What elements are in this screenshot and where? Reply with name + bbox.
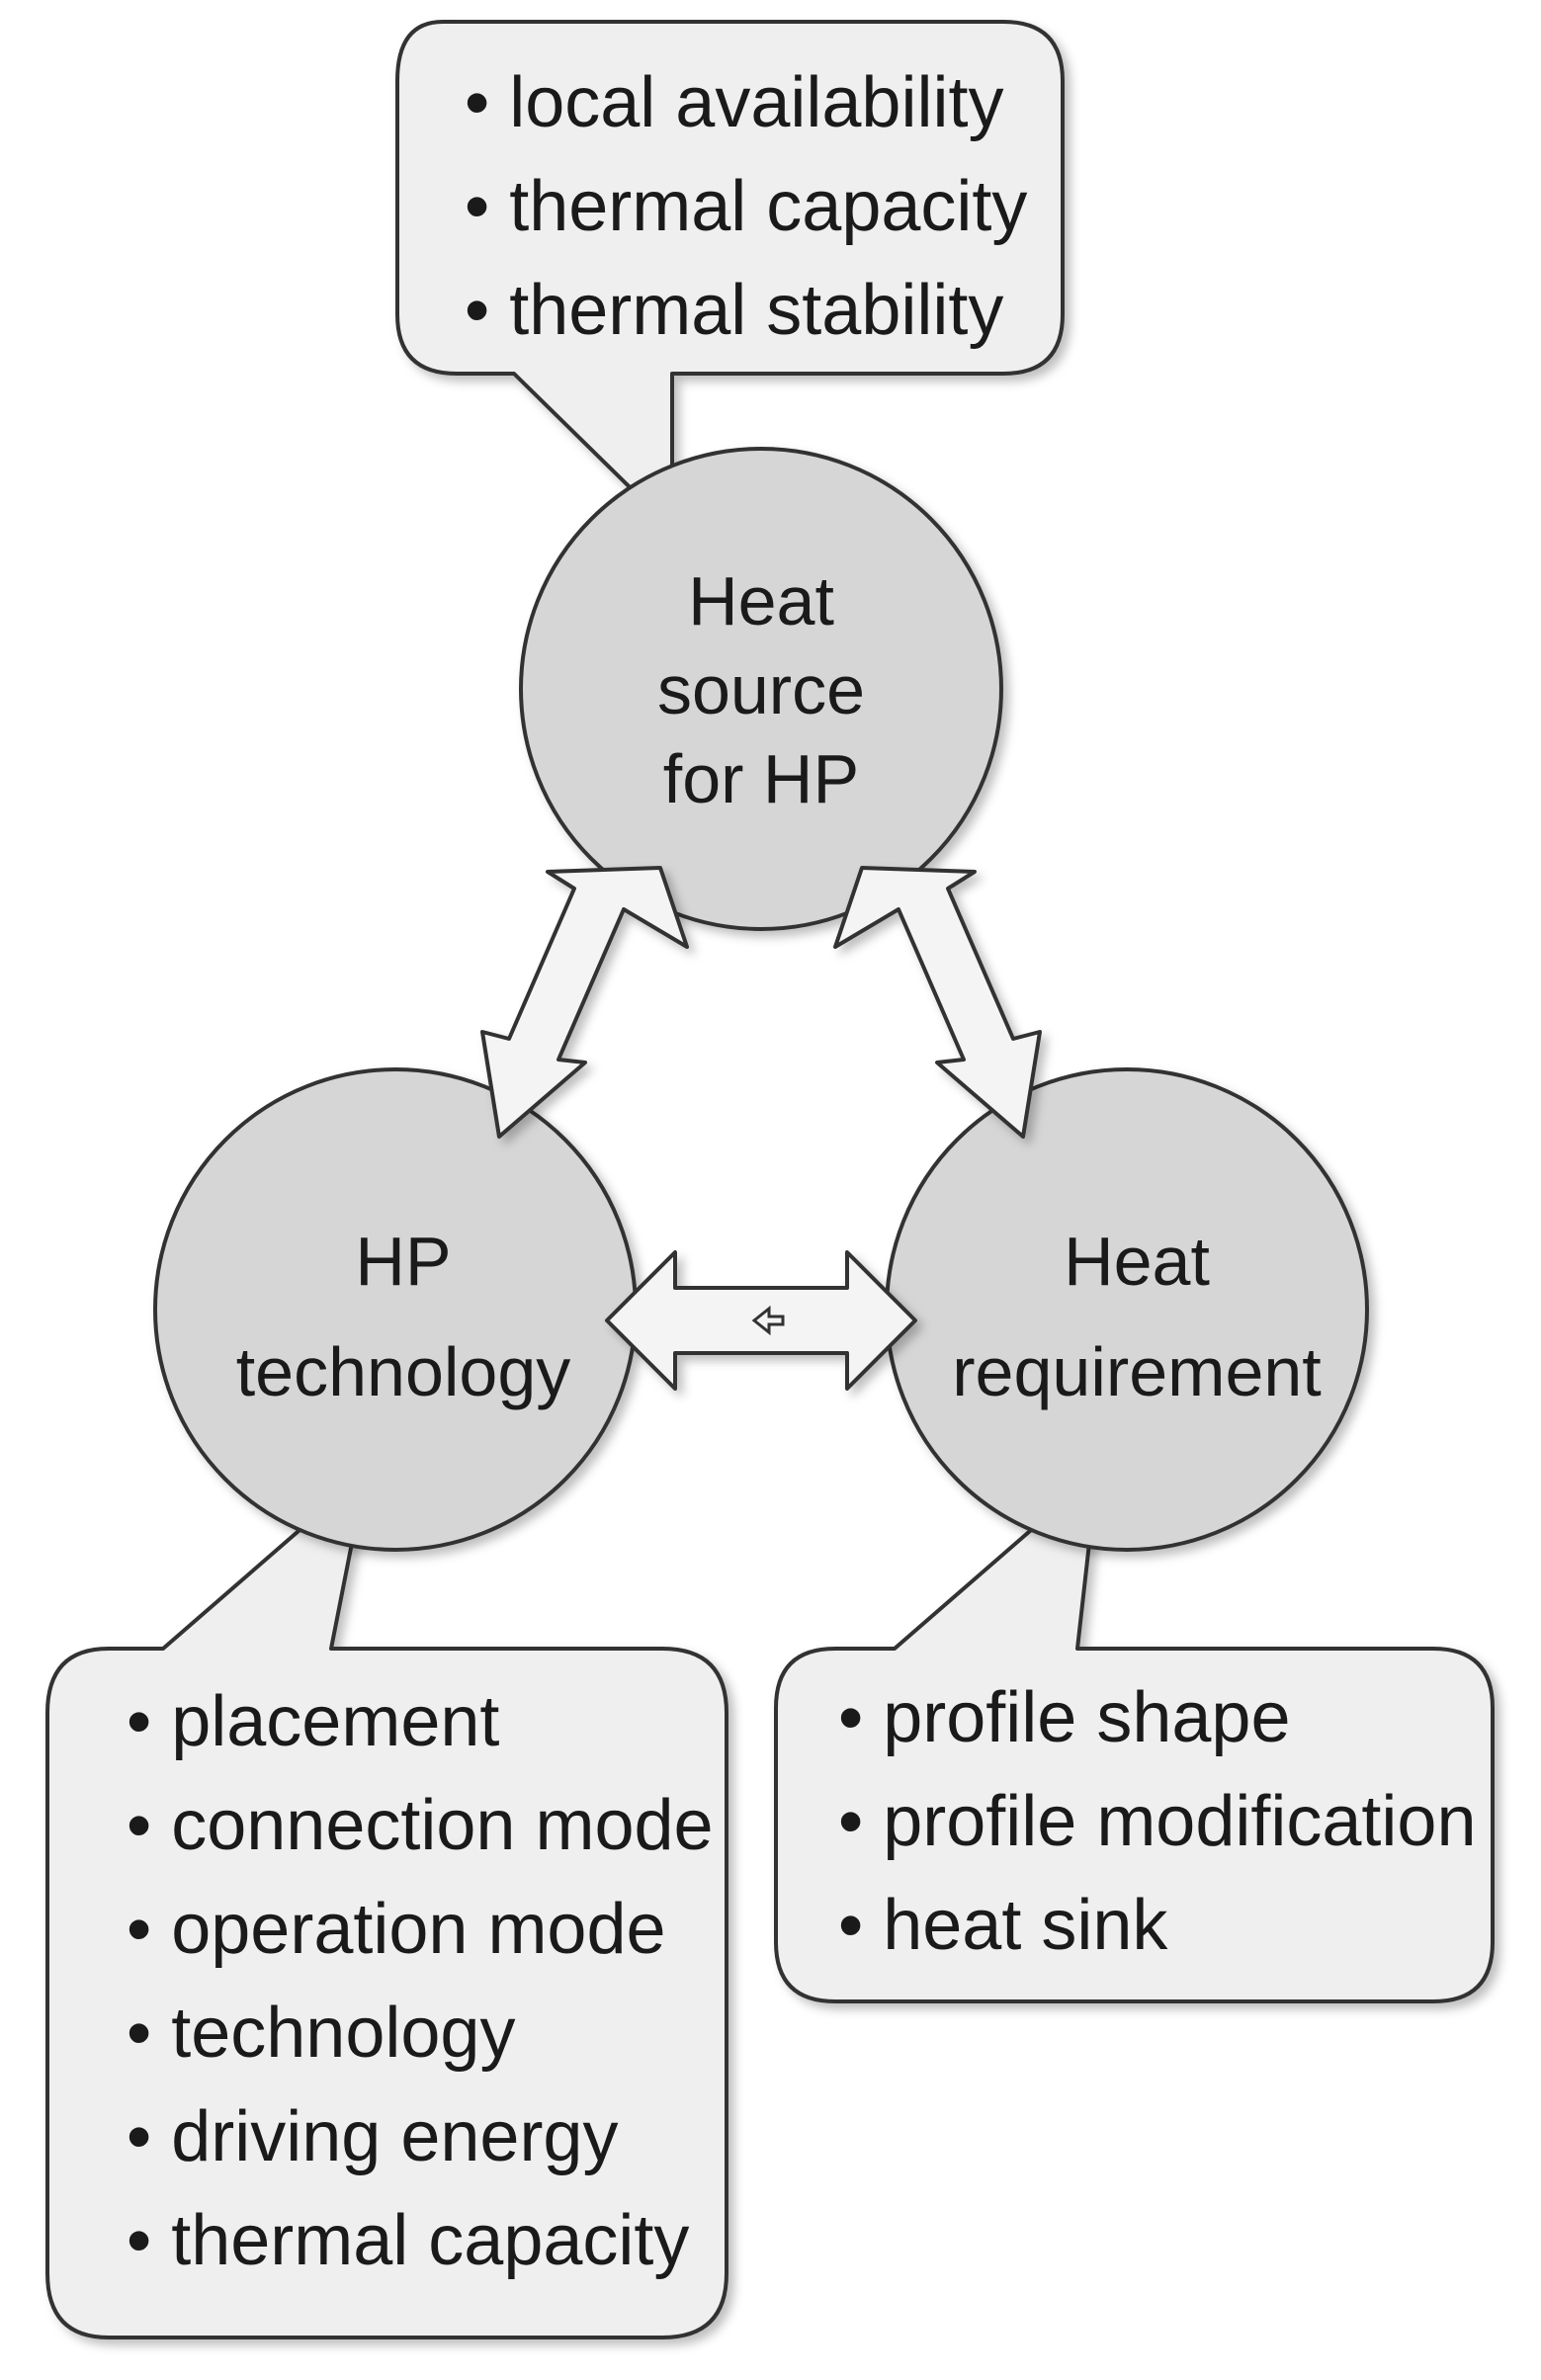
node-label-line: for HP [663, 740, 859, 817]
node-label-line: Heat [1064, 1223, 1210, 1300]
callout-hp-technology-item: • driving energy [127, 2097, 618, 2176]
callout-hp-technology-item: • technology [127, 1994, 515, 2073]
node-heat-requirement [885, 1067, 1369, 1552]
callout-heat-requirement-item: • profile modification [838, 1782, 1477, 1861]
node-heat-source-label: Heat source for HP [657, 562, 865, 817]
callout-heat-requirement-item: • profile shape [838, 1678, 1291, 1757]
node-heat-source [519, 447, 1003, 931]
node-label-line: source [657, 651, 865, 728]
arrow-source-requirement [833, 866, 1042, 1139]
node-label-line: requirement [952, 1333, 1322, 1410]
callout-hp-technology-item: • connection mode [127, 1786, 714, 1865]
node-hp-technology [153, 1067, 638, 1552]
callout-heat-requirement-item: • heat sink [838, 1886, 1168, 1965]
callout-hp-technology-item: • placement [127, 1682, 499, 1761]
node-label-line: technology [236, 1333, 571, 1410]
callout-heat-requirement-list: • profile shape • profile modification •… [838, 1678, 1477, 1965]
callout-heat-requirement [774, 1471, 1495, 2003]
callout-hp-technology-list: • placement • connection mode • operatio… [127, 1682, 714, 2280]
node-heat-requirement-label: Heat requirement [952, 1223, 1322, 1410]
callout-heat-source [395, 20, 1065, 531]
callout-heat-source-item: • thermal stability [465, 271, 1003, 350]
arrow-source-technology [480, 866, 689, 1139]
callout-hp-technology-item: • thermal capacity [127, 2201, 689, 2280]
node-label-line: HP [355, 1223, 451, 1300]
callout-hp-technology-item: • operation mode [127, 1890, 666, 1969]
small-arrow-icon [751, 1305, 785, 1336]
callout-hp-technology [45, 1471, 728, 2339]
callout-heat-source-item: • local availability [465, 63, 1003, 142]
callout-heat-source-list: • local availability • thermal capacity … [465, 63, 1027, 350]
arrow-technology-requirement [605, 1250, 917, 1391]
callout-heat-source-item: • thermal capacity [465, 167, 1027, 246]
node-label-line: Heat [688, 562, 834, 639]
node-hp-technology-label: HP technology [236, 1223, 571, 1410]
